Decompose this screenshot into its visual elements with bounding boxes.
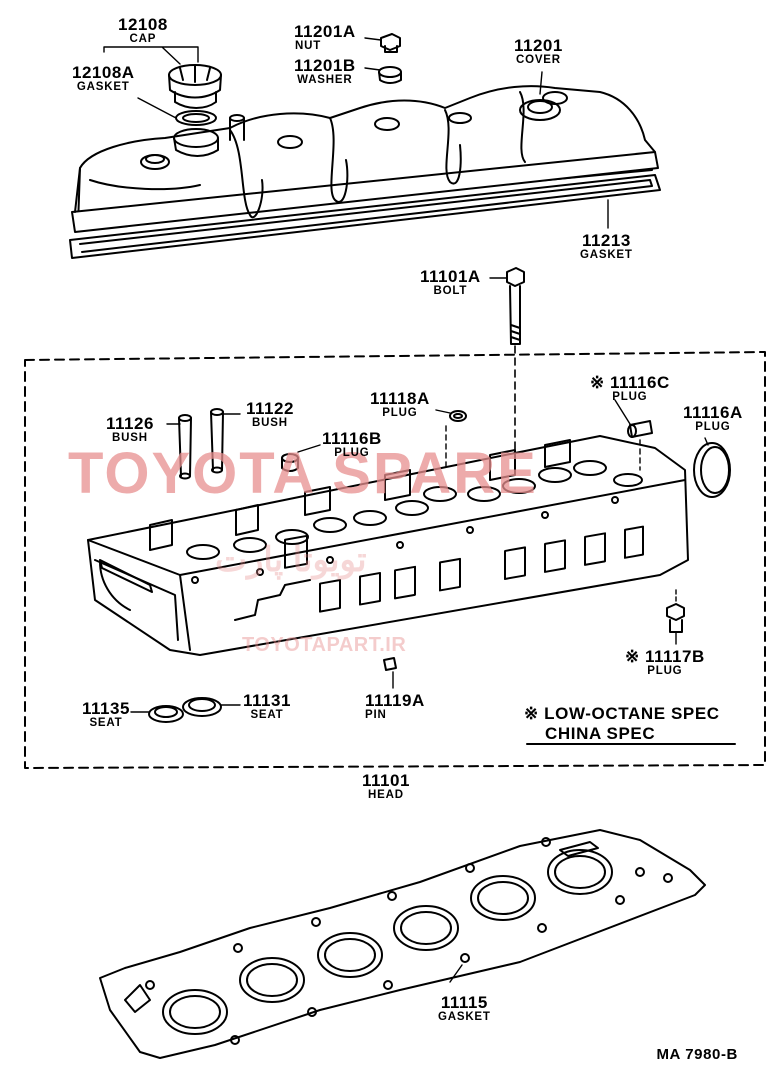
callout-plug-11118a: 11118A PLUG	[370, 390, 430, 420]
head-assembly-boundary	[24, 351, 766, 769]
callout-bolt: 11101A BOLT	[420, 268, 481, 298]
part-number: 11126	[106, 414, 154, 433]
part-number: 12108A	[72, 63, 135, 82]
part-number: ※ 11117B	[625, 647, 705, 666]
cylinder-head-cover-icon	[71, 85, 659, 233]
part-number: 11101	[362, 771, 410, 790]
part-name: SEAT	[250, 709, 284, 721]
callout-cover-gasket: 11213 GASKET	[580, 232, 633, 262]
washer-icon	[378, 66, 402, 84]
part-name: PLUG	[695, 421, 731, 433]
part-number: 11115	[440, 993, 488, 1012]
callout-plug-11117b: ※ 11117B PLUG	[625, 648, 705, 678]
plug-11116b-icon	[281, 453, 299, 472]
plug-11118a-icon	[445, 410, 467, 471]
head-gasket-icon	[99, 829, 706, 1059]
part-number: 11201B	[294, 56, 356, 75]
part-number: 11122	[246, 399, 294, 418]
part-name: BOLT	[433, 285, 468, 297]
part-number: 11116B	[322, 429, 382, 448]
callout-pin: 11119A PIN	[365, 692, 425, 722]
watermark-brand: TOYOTA SPARE	[68, 441, 538, 506]
pin-icon	[383, 657, 397, 671]
plug-11116c-icon	[627, 420, 653, 471]
part-number: 11201A	[294, 22, 356, 41]
plug-11116a-icon	[693, 442, 731, 498]
part-number: 11119A	[365, 691, 425, 710]
callout-plug-11116c: ※ 11116C PLUG	[590, 374, 670, 404]
part-name: NUT	[295, 40, 322, 52]
note-low-octane: ※ LOW-OCTANE SPEC	[524, 704, 720, 723]
part-number: 11131	[243, 691, 291, 710]
part-number: 11116A	[683, 403, 743, 422]
part-number: ※ 11116C	[590, 373, 670, 392]
callout-cover: 11201 COVER	[514, 37, 563, 67]
part-name: HEAD	[368, 789, 404, 801]
note-china-spec: CHINA SPEC	[545, 724, 656, 743]
bush-11126-icon	[178, 414, 192, 480]
document-id: MA 7980-B	[656, 1046, 738, 1063]
bush-11122-icon	[210, 408, 224, 474]
plug-11117b-icon	[666, 589, 685, 633]
leader-lines	[103, 37, 709, 983]
nut-icon	[380, 33, 401, 53]
callout-cap: 12108 CAP	[118, 16, 168, 46]
watermark-url: TOYOTAPART.IR	[242, 634, 407, 656]
callout-plug-11116a: 11116A PLUG	[683, 404, 743, 434]
oil-filler-cap-icon	[168, 64, 222, 109]
callout-cap-gasket: 12108A GASKET	[72, 64, 135, 94]
watermark-persian: تويوتا پارت	[215, 541, 367, 579]
part-name: PLUG	[647, 665, 683, 677]
part-name: BUSH	[112, 432, 148, 444]
cover-gasket-icon	[69, 174, 661, 259]
part-number: 11135	[82, 699, 130, 718]
part-name: SEAT	[89, 717, 123, 729]
part-name: WASHER	[297, 74, 353, 86]
cylinder-head-icon	[87, 435, 689, 656]
part-name: GASKET	[580, 249, 633, 261]
part-number: 11118A	[370, 389, 430, 408]
callout-washer: 11201B WASHER	[294, 57, 356, 87]
part-name: PIN	[365, 709, 387, 721]
callout-nut: 11201A NUT	[294, 23, 356, 53]
seat-11131-icon	[182, 697, 222, 717]
part-number: 12108	[118, 15, 168, 34]
part-name: PLUG	[334, 447, 370, 459]
callout-head: 11101 HEAD	[362, 772, 410, 802]
part-name: COVER	[515, 54, 561, 66]
part-name: BUSH	[252, 417, 288, 429]
callout-seat-11131: 11131 SEAT	[243, 692, 291, 722]
part-name: PLUG	[382, 407, 418, 419]
callout-bush-11122: 11122 BUSH	[246, 400, 294, 430]
cap-gasket-icon	[175, 110, 217, 126]
callout-bush-11126: 11126 BUSH	[106, 415, 154, 445]
callout-plug-11116b: 11116B PLUG	[322, 430, 382, 460]
seat-11135-icon	[148, 705, 184, 723]
part-number: 11201	[514, 36, 563, 55]
part-number: 11101A	[420, 267, 481, 286]
part-name: PLUG	[612, 391, 648, 403]
part-name: GASKET	[76, 81, 130, 93]
part-number: 11213	[581, 231, 631, 250]
part-name: GASKET	[438, 1011, 491, 1023]
callout-seat-11135: 11135 SEAT	[82, 700, 130, 730]
part-name: CAP	[129, 33, 157, 45]
callout-head-gasket: 11115 GASKET	[438, 994, 491, 1024]
